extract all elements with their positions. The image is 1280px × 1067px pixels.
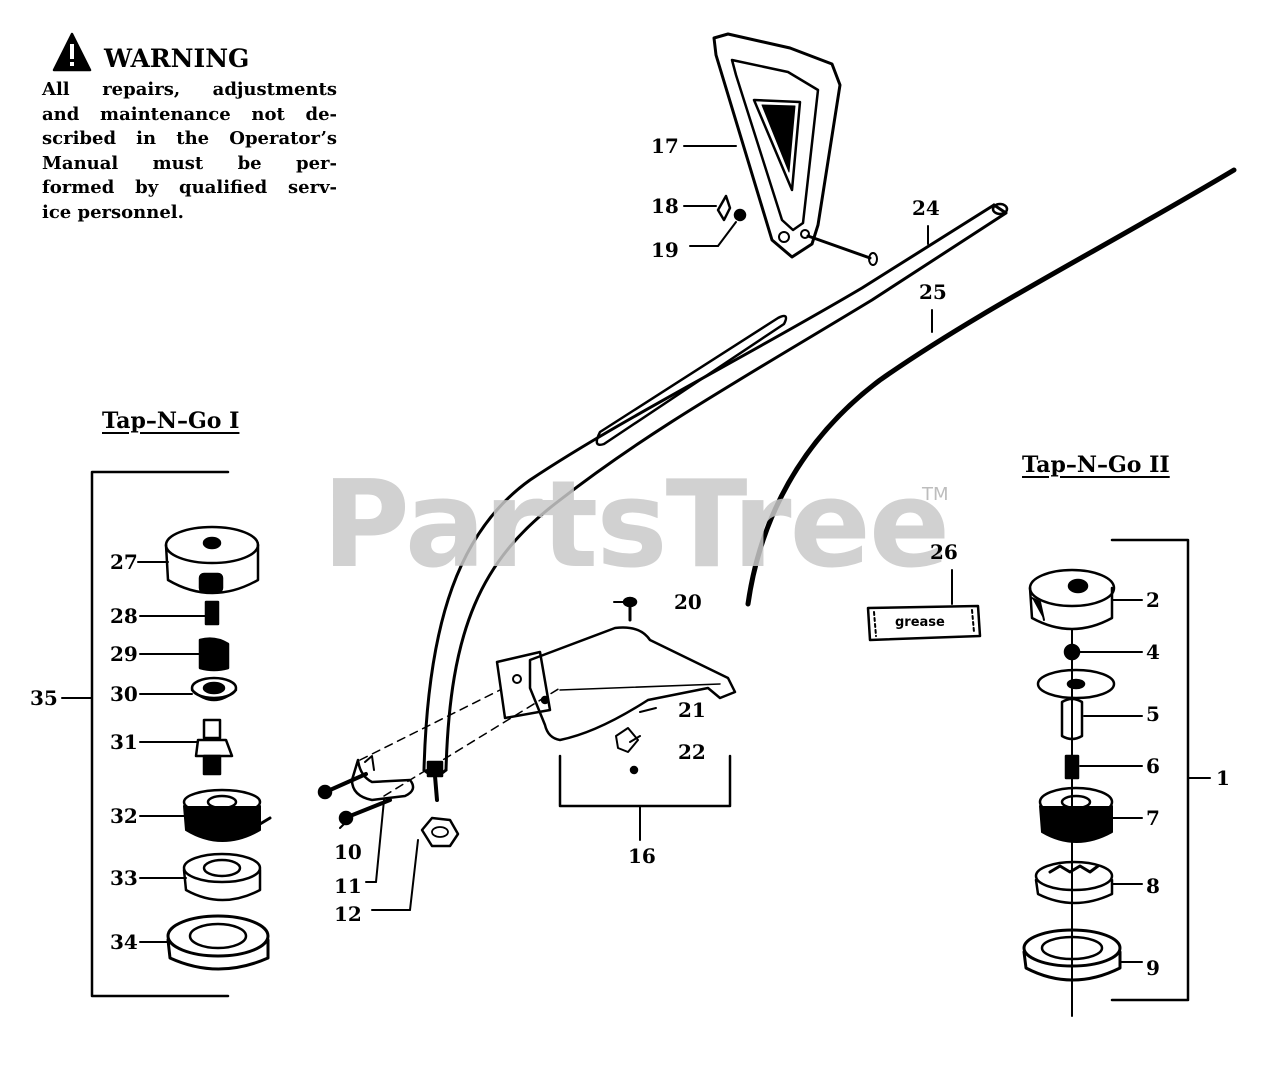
callout-5: 5 [1146,702,1160,726]
warning-line: scribed in the Operator’s [42,128,337,149]
spring-part-6 [1064,754,1080,780]
callout-35: 35 [30,686,58,710]
washer-part-30 [190,676,238,702]
leader-lines [137,145,1143,963]
callout-33: 33 [110,866,138,890]
ring-part-33 [182,852,262,902]
callout-16: 16 [628,844,656,868]
callout-10: 10 [334,840,362,864]
bracket-16 [558,754,732,808]
warning-line: All repairs, adjustments [42,79,337,100]
callout-29: 29 [110,642,138,666]
ball-part-4 [1063,643,1081,661]
spring-part-29 [198,637,230,672]
deflector-shield-part-16 [495,626,737,742]
cover-part-9 [1022,928,1122,982]
warning-text: All repairs, adjustments and maintenance… [42,78,337,225]
knob-part-18 [716,194,732,222]
shaft-tube-part-24 [422,202,1009,802]
bracket-35 [61,470,230,998]
callout-11: 11 [334,874,362,898]
callout-30: 30 [110,682,138,706]
watermark-tm: TM [922,484,949,505]
watermark: PartsTree [322,456,950,595]
screw-part-20 [622,596,638,622]
stem-part-28 [204,600,220,626]
callout-9: 9 [1146,956,1160,980]
callout-34: 34 [110,930,138,954]
nut-part-12 [420,816,460,848]
bracket-1 [1110,538,1211,1002]
warning-line: and maintenance not de- [42,103,337,125]
callout-25: 25 [919,280,947,304]
callout-2: 2 [1146,588,1160,612]
callout-17: 17 [651,134,679,158]
warning-line: formed by qualified serv- [42,177,337,198]
ring-part-8 [1034,860,1114,905]
callout-24: 24 [912,196,940,220]
callout-19: 19 [651,238,679,262]
bolt-part-10-upper [317,772,368,800]
grease-packet-part-26 [866,604,982,642]
callout-21: 21 [678,698,706,722]
heading-tap-n-go-i: Tap–N–Go I [102,408,240,434]
washer-part-19 [733,208,747,222]
callout-1: 1 [1216,766,1230,790]
nut-part-22 [629,765,639,775]
spool-part-32 [182,788,272,842]
spool-cap-part-27 [164,525,260,595]
warning-line: ice personnel. [42,201,184,223]
callout-20: 20 [674,590,702,614]
callout-6: 6 [1146,754,1160,778]
bolt-part-31 [194,718,234,776]
callout-27: 27 [110,550,138,574]
spool-part-7 [1038,786,1114,843]
grease-label: grease [895,615,945,630]
clip-part-21 [615,727,639,753]
warning-line: Manual must be per- [42,152,337,174]
handle-part-17 [712,32,878,266]
spool-cap-part-2 [1028,568,1116,631]
callout-28: 28 [110,604,138,628]
callout-8: 8 [1146,874,1160,898]
callout-7: 7 [1146,806,1160,830]
heading-tap-n-go-ii: Tap–N–Go II [1022,452,1170,478]
callout-4: 4 [1146,640,1160,664]
callout-18: 18 [651,194,679,218]
callout-22: 22 [678,740,706,764]
shaft-guard-strip [595,314,788,446]
alignment-lines [359,687,561,797]
cover-part-34 [166,914,270,971]
callout-31: 31 [110,730,138,754]
warning-title: WARNING [104,44,250,73]
warning-triangle-icon [52,32,92,72]
callout-32: 32 [110,804,138,828]
callout-26: 26 [930,540,958,564]
plate-part-5 [1036,668,1116,741]
callout-12: 12 [334,902,362,926]
flex-cable-part-25 [745,167,1237,607]
